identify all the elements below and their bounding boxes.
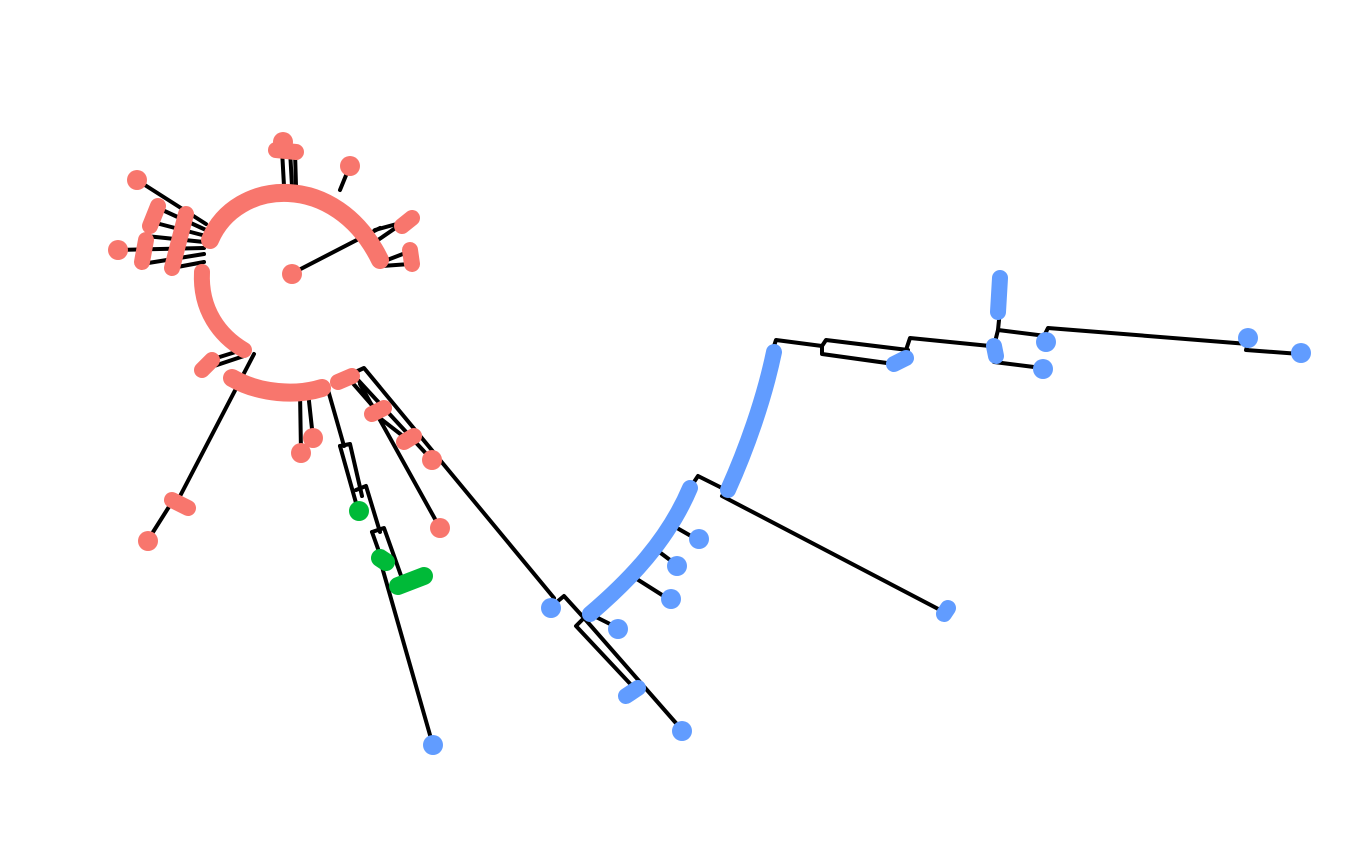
tip-points: [108, 132, 1311, 755]
branch: [135, 178, 208, 226]
tip-cluster-group-3: [618, 680, 646, 704]
tip-cluster-group-1: [364, 400, 392, 422]
tip-point: [1238, 328, 1258, 348]
branch: [326, 388, 346, 448]
branch: [574, 616, 638, 692]
tip-cluster-group-1: [164, 492, 196, 516]
tip-point: [1036, 332, 1056, 352]
tip-cluster-group-3: [990, 270, 1008, 320]
branch: [298, 390, 303, 454]
tip-cluster-group-3: [986, 338, 1004, 364]
tip-cluster-group-1: [223, 369, 331, 402]
tip-point: [1033, 359, 1053, 379]
tip-point: [1291, 343, 1311, 363]
tip-cluster-group-3: [936, 600, 956, 622]
tip-point: [108, 240, 128, 260]
tip-arcs: [134, 142, 1008, 704]
branch: [370, 526, 406, 586]
tip-point: [291, 443, 311, 463]
tip-point: [430, 518, 450, 538]
tip-point: [282, 264, 302, 284]
tip-cluster-group-1: [396, 428, 422, 450]
tip-cluster-group-1: [134, 232, 154, 270]
tip-point: [689, 529, 709, 549]
branch: [338, 442, 364, 498]
tip-point: [608, 619, 628, 639]
tip-point: [273, 132, 293, 152]
branch: [116, 246, 206, 252]
tip-point: [303, 428, 323, 448]
tip-point: [672, 721, 692, 741]
tip-point: [541, 598, 561, 618]
tip-cluster-group-2: [389, 567, 433, 595]
tip-point: [667, 556, 687, 576]
branch: [820, 344, 896, 366]
tip-cluster-group-3: [720, 344, 782, 498]
tip-point: [661, 589, 681, 609]
branch: [356, 378, 434, 462]
tip-cluster-group-1: [201, 183, 389, 269]
tip-point: [422, 450, 442, 470]
tip-cluster-group-1: [402, 242, 420, 272]
tip-cluster-group-2: [371, 549, 395, 571]
tip-point: [349, 501, 369, 521]
tip-point: [423, 735, 443, 755]
tip-cluster-group-1: [142, 198, 166, 234]
branch: [378, 558, 434, 744]
tip-cluster-group-1: [330, 368, 360, 390]
tip-point: [127, 170, 147, 190]
branch: [338, 444, 360, 512]
branch: [582, 616, 684, 732]
tip-cluster-group-1: [394, 210, 420, 234]
branch: [720, 494, 946, 614]
branch: [820, 338, 910, 352]
branch: [904, 336, 992, 352]
branch: [354, 484, 382, 534]
tip-point: [340, 156, 360, 176]
tip-cluster-group-1: [194, 352, 220, 378]
tip-cluster-group-1: [193, 264, 252, 358]
tip-cluster-group-3: [886, 350, 914, 372]
tip-cluster-group-3: [582, 480, 698, 622]
tip-cluster-group-1: [164, 206, 194, 276]
tip-point: [138, 531, 158, 551]
